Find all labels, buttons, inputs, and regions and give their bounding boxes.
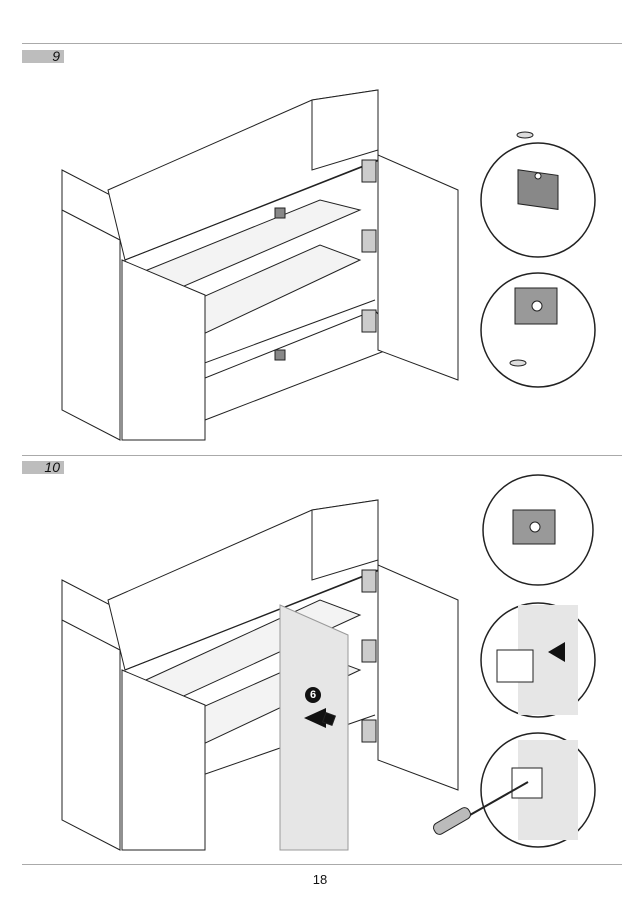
middle-divider	[22, 455, 622, 456]
step-9-label: 9	[22, 49, 64, 63]
step-9-illustration	[0, 60, 640, 445]
bottom-divider	[22, 864, 622, 865]
page-number: 18	[312, 872, 328, 887]
step-10-label: 10	[22, 460, 64, 474]
step-10-marker: 6	[305, 687, 321, 703]
top-divider	[22, 43, 622, 44]
step-10-illustration	[0, 470, 640, 855]
